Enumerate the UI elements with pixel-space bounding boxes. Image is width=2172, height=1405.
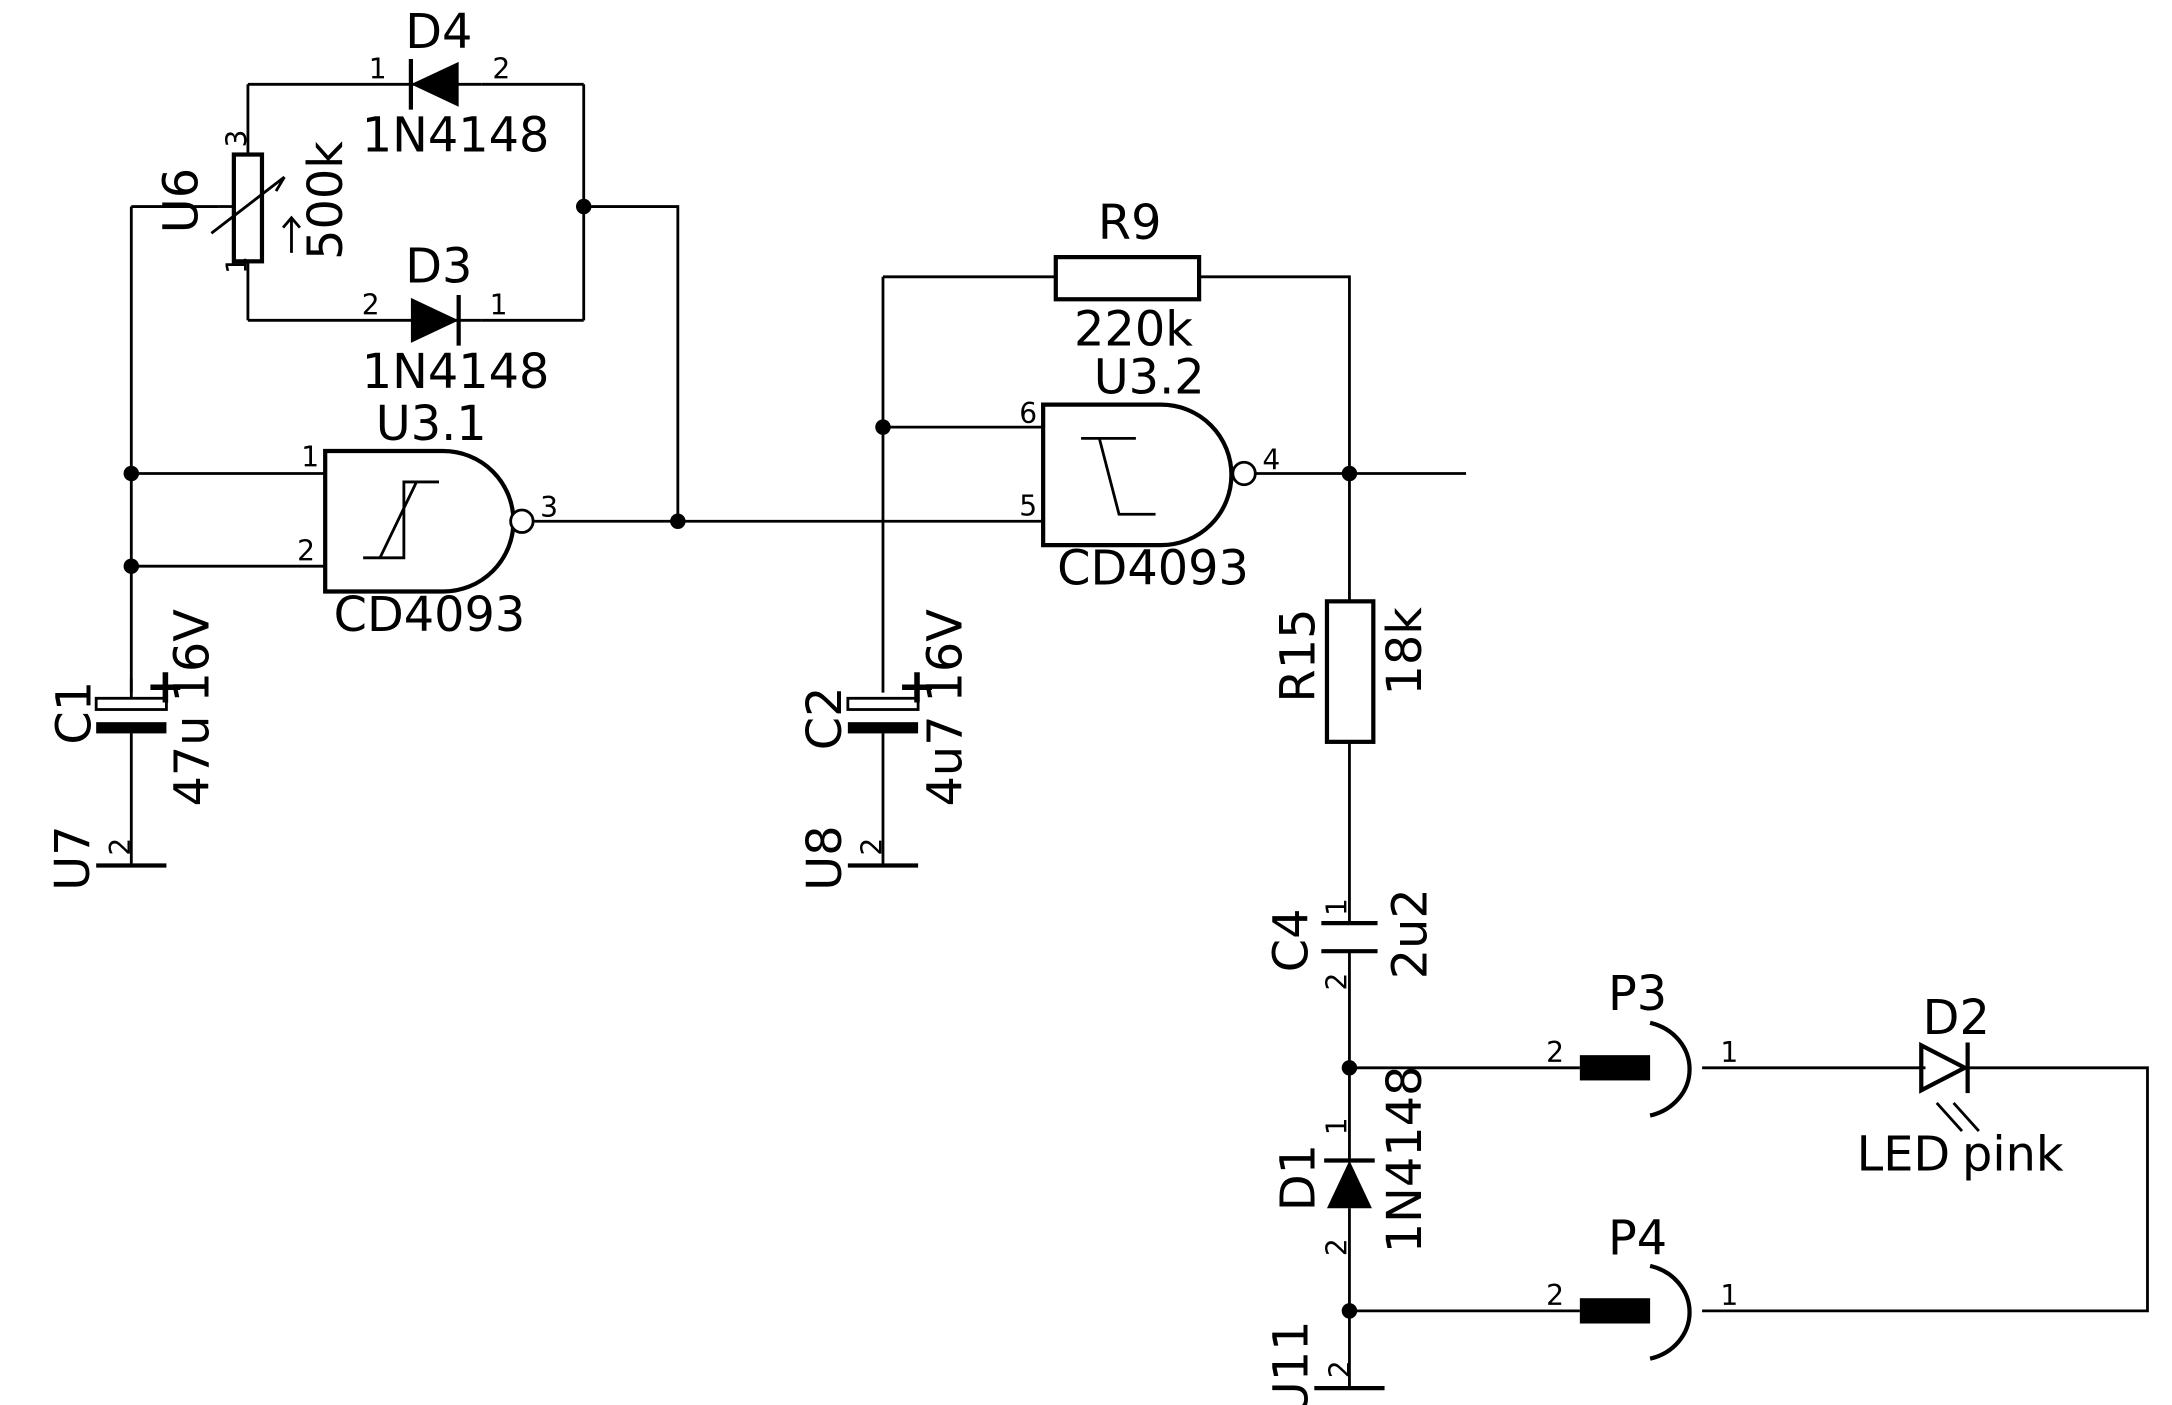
u3-2-pin-6: 6 — [1019, 397, 1037, 430]
gate-u3-1: U3.1 CD4093 1 2 3 — [297, 397, 558, 643]
r15-value: 18k — [1378, 607, 1433, 696]
u3-2-ref: U3.2 — [1094, 350, 1205, 405]
junction-dot — [1341, 465, 1358, 482]
p3-pin-1: 1 — [1720, 1036, 1738, 1069]
potentiometer-u6: U6 500k 3 1 — [154, 130, 354, 274]
resistor-r9: R9 220k — [1053, 196, 1202, 358]
p4-ref: P4 — [1608, 1212, 1667, 1267]
d4-value: 1N4148 — [362, 109, 550, 164]
d1-pin-2: 2 — [1321, 1238, 1354, 1256]
d2-color: pink — [1962, 1127, 2064, 1182]
d3-ref: D3 — [405, 239, 472, 294]
led-d2: D2 LED pink — [1857, 991, 2064, 1182]
c1-rating: 16V — [166, 609, 221, 703]
capacitor-c1: + C1 47u 16V — [48, 609, 221, 807]
d4-pin-1: 1 — [369, 53, 387, 86]
d1-ref: D1 — [1271, 1144, 1326, 1211]
d2-ref: D2 — [1923, 991, 1990, 1046]
p3-ref: P3 — [1608, 967, 1667, 1022]
c1-plus: + — [145, 660, 185, 715]
c2-ref: C2 — [798, 687, 853, 751]
ground-u11: U11 2 — [1264, 1320, 1385, 1405]
u11-pin: 2 — [1323, 1360, 1356, 1378]
capacitor-c2: + C2 4u7 16V — [798, 609, 974, 807]
u3-1-pin-3: 3 — [540, 491, 558, 524]
junctions — [123, 198, 1358, 1319]
u8-ref: U8 — [798, 825, 853, 890]
u3-1-ref: U3.1 — [376, 397, 487, 452]
wires — [129, 82, 2149, 1389]
u3-2-value: CD4093 — [1057, 541, 1249, 596]
c1-value: 47u — [166, 715, 221, 806]
r15-ref: R15 — [1271, 609, 1326, 703]
r9-ref: R9 — [1098, 196, 1162, 251]
d3-pin-1: 1 — [490, 289, 508, 322]
d2-value: LED — [1857, 1127, 1951, 1182]
d3-pin-2: 2 — [362, 289, 380, 322]
c4-ref: C4 — [1264, 909, 1319, 973]
u7-ref: U7 — [46, 825, 101, 890]
junction-dot — [123, 558, 140, 574]
c4-pin-2: 2 — [1321, 973, 1354, 991]
c2-value: 4u7 — [919, 715, 974, 806]
ground-u8: U8 2 — [798, 825, 919, 891]
u6-value: 500k — [299, 141, 354, 260]
junction-dot — [670, 513, 686, 529]
c2-rating: 16V — [919, 609, 974, 703]
d3-value: 1N4148 — [362, 345, 550, 400]
connector-p3: P3 2 1 — [1546, 967, 1738, 1118]
p4-pin-1: 1 — [1720, 1279, 1738, 1312]
junction-dot — [123, 465, 140, 482]
gate-u3-2: U3.2 CD4093 6 5 4 — [1019, 350, 1280, 596]
u7-pin: 2 — [104, 838, 137, 856]
u3-1-pin-1: 1 — [301, 440, 319, 473]
connector-p4: P4 2 1 — [1546, 1212, 1738, 1361]
c2-plus: + — [897, 660, 937, 715]
capacitor-c4: C4 2u2 1 2 — [1264, 888, 1438, 990]
u6-ref: U6 — [154, 168, 209, 233]
u3-1-pin-2: 2 — [297, 535, 315, 568]
diode-d3: D3 1N4148 2 1 — [362, 239, 550, 399]
resistor-r15: R15 18k — [1271, 599, 1433, 744]
u11-ref: U11 — [1264, 1320, 1319, 1405]
u3-2-pin-5: 5 — [1019, 490, 1037, 523]
c4-value: 2u2 — [1384, 888, 1439, 979]
d1-value: 1N4148 — [1378, 1066, 1433, 1254]
junction-dot — [1341, 1060, 1358, 1076]
c1-ref: C1 — [48, 681, 103, 745]
u6-pin-1: 1 — [221, 256, 254, 274]
junction-dot — [575, 198, 592, 215]
c4-pin-1: 1 — [1321, 898, 1354, 916]
d4-ref: D4 — [405, 5, 472, 60]
u6-pin-3: 3 — [221, 130, 254, 148]
u3-2-pin-4: 4 — [1262, 443, 1280, 476]
d4-pin-2: 2 — [492, 53, 510, 86]
u3-1-value: CD4093 — [334, 588, 526, 643]
p3-pin-2: 2 — [1546, 1036, 1564, 1069]
ground-u7: U7 2 — [46, 825, 167, 891]
junction-dot — [875, 419, 891, 435]
p4-pin-2: 2 — [1546, 1279, 1564, 1312]
diode-d1: D1 1N4148 1 2 — [1271, 1066, 1433, 1256]
diode-d4: D4 1N4148 1 2 — [362, 5, 550, 164]
d1-pin-1: 1 — [1321, 1117, 1354, 1135]
u8-pin: 2 — [856, 838, 889, 856]
r9-value: 220k — [1074, 303, 1193, 358]
junction-dot — [1341, 1303, 1358, 1319]
